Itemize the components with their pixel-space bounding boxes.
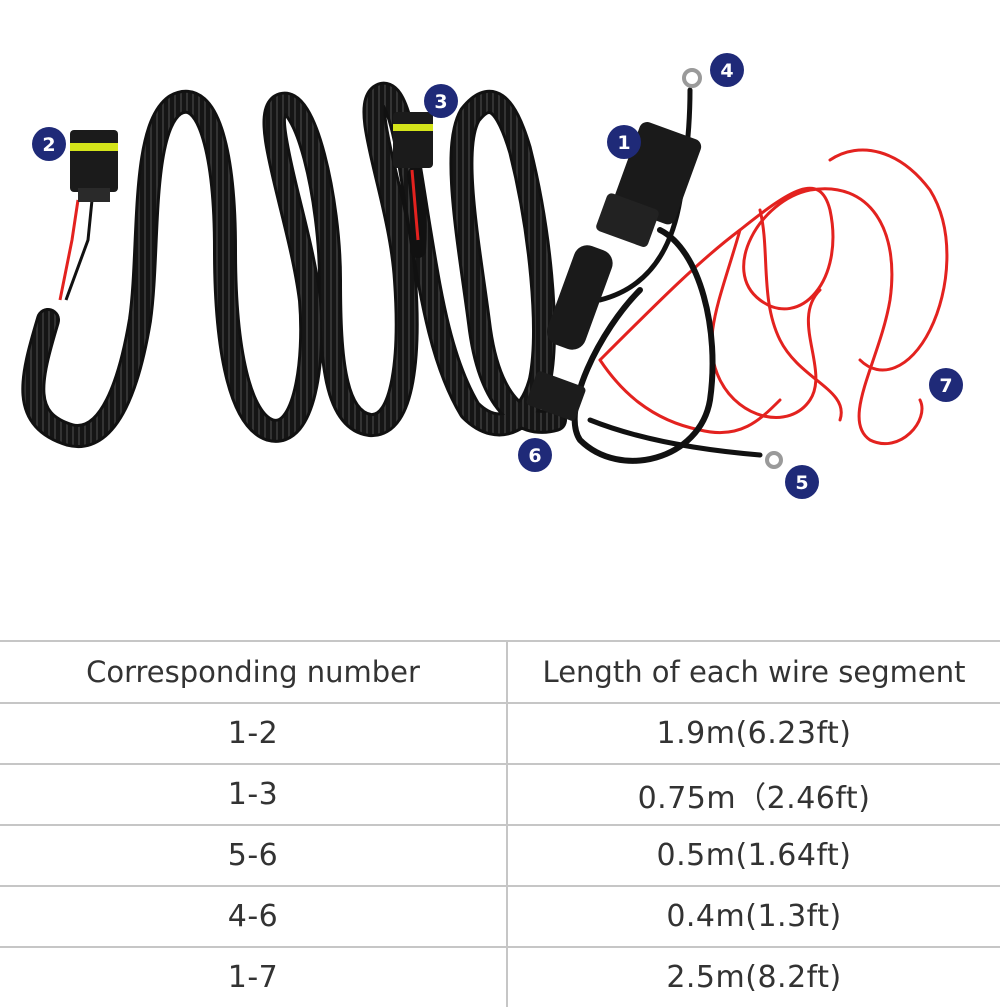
table-header-row: Corresponding number Length of each wire… — [0, 640, 1000, 703]
cell-number: 1-7 — [0, 946, 508, 1007]
header-wire-length: Length of each wire segment — [507, 640, 1000, 703]
callout-badge-1: 1 — [607, 125, 641, 159]
callout-badge-4: 4 — [710, 53, 744, 87]
svg-text:6: 6 — [528, 445, 541, 467]
wiring-harness-photo: 1 2 3 4 5 6 7 — [21, 53, 963, 499]
cell-length: 0.75m（2.46ft) — [507, 763, 1000, 825]
cell-number: 1-2 — [0, 702, 508, 764]
header-corresponding-number: Corresponding number — [0, 640, 508, 703]
cell-length: 1.9m(6.23ft) — [507, 702, 1000, 764]
svg-text:3: 3 — [434, 91, 447, 113]
table-row: 1-2 1.9m(6.23ft) — [0, 702, 1000, 764]
callout-badge-3: 3 — [424, 84, 458, 118]
table-row: 4-6 0.4m(1.3ft) — [0, 885, 1000, 947]
wire-length-table: Corresponding number Length of each wire… — [0, 640, 1000, 1007]
callout-badge-7: 7 — [929, 368, 963, 402]
callout-badge-2: 2 — [32, 127, 66, 161]
callout-badge-6: 6 — [518, 438, 552, 472]
svg-text:4: 4 — [720, 60, 733, 82]
ring-terminal-4 — [682, 68, 702, 88]
table-row: 5-6 0.5m(1.64ft) — [0, 824, 1000, 886]
cell-length: 0.5m(1.64ft) — [507, 824, 1000, 886]
cell-number: 1-3 — [0, 763, 508, 825]
svg-text:2: 2 — [42, 134, 55, 156]
svg-text:7: 7 — [939, 375, 952, 397]
svg-text:5: 5 — [795, 472, 808, 494]
svg-text:1: 1 — [617, 132, 630, 154]
table-row: 1-7 2.5m(8.2ft) — [0, 946, 1000, 1007]
callout-badge-5: 5 — [785, 465, 819, 499]
ring-terminal-5 — [765, 451, 783, 469]
cell-number: 4-6 — [0, 885, 508, 947]
table-row: 1-3 0.75m（2.46ft) — [0, 763, 1000, 825]
connector-2 — [58, 130, 118, 301]
connector-3 — [393, 112, 433, 241]
cell-length: 2.5m(8.2ft) — [507, 946, 1000, 1007]
cell-number: 5-6 — [0, 824, 508, 886]
cell-length: 0.4m(1.3ft) — [507, 885, 1000, 947]
